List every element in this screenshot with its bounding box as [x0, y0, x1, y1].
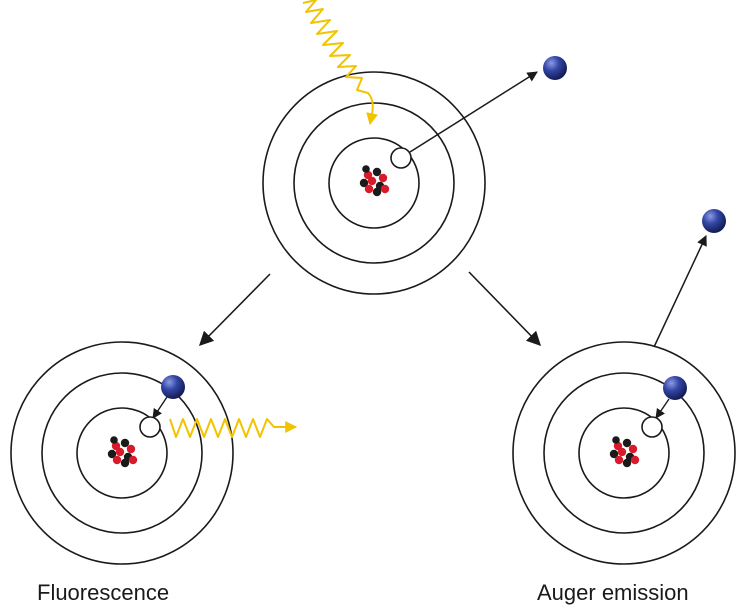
inner-shell-vacancy-auger — [641, 416, 663, 438]
photoelectron-track — [409, 71, 538, 153]
arrow-to-fluorescence — [198, 273, 271, 347]
outer-electron-auger — [663, 376, 687, 400]
shell-fluorescence-middle — [41, 372, 203, 534]
electron-transition-auger — [655, 398, 670, 419]
outer-electron-fluorescence — [161, 375, 185, 399]
shell-auger-outer — [512, 341, 736, 565]
arrow-to-auger — [468, 271, 542, 347]
nucleus-fluorescence — [107, 436, 138, 468]
nucleus-auger — [609, 436, 640, 468]
electron-transition-fluorescence — [152, 396, 168, 419]
shell-top-inner — [328, 137, 420, 229]
shell-fluorescence-inner — [76, 407, 168, 499]
fluorescence-caption: Fluorescence — [37, 580, 170, 605]
shell-fluorescence-outer — [10, 341, 234, 565]
incoming-photon-wave — [302, 0, 379, 126]
inner-shell-vacancy-fluorescence — [139, 416, 161, 438]
shell-top-middle — [293, 102, 455, 264]
shell-top-outer — [262, 71, 486, 295]
atom-top — [262, 0, 567, 295]
photoelectron — [543, 56, 567, 80]
auger-emission-caption: Auger emission — [537, 580, 689, 605]
auger-electron — [702, 209, 726, 233]
shell-auger-inner — [578, 407, 670, 499]
atom-fluorescence — [10, 341, 298, 565]
shell-auger-middle — [543, 372, 705, 534]
nucleus-top — [359, 165, 390, 197]
emitted-xray-photon-wave — [169, 418, 298, 438]
atom-auger — [512, 209, 736, 565]
auger-electron-track — [653, 235, 707, 348]
inner-shell-vacancy-top — [390, 147, 412, 169]
